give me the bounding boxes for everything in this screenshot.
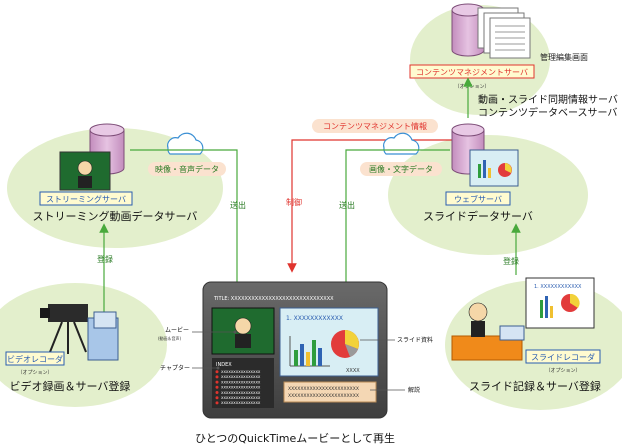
cloud-icon-right [383, 132, 420, 155]
web-server-tag-box [445, 191, 511, 206]
index-item[interactable]: XXXXXXXXXXXXXXXX [221, 401, 261, 405]
video-recorder-option: （オプション） [17, 370, 52, 376]
index-item[interactable]: XXXXXXXXXXXXXXXX [221, 386, 261, 390]
movie-callout: ムービー [165, 326, 189, 334]
index-bullet [215, 380, 219, 384]
slide-material-callout: スライド資料 [397, 336, 433, 344]
cms-info-label: コンテンツマネジメント情報 [323, 121, 427, 131]
right-flow-pill [360, 162, 442, 176]
index-list: XXXXXXXXXXXXXXXXXXXXXXXXXXXXXXXXXXXXXXXX… [215, 370, 261, 405]
presenter-icon [451, 302, 523, 361]
video-recorder-tag: ビデオレコーダ [7, 354, 63, 364]
admin-screen-documents-icon [477, 7, 531, 59]
cms-tag: コンテンツマネジメントサーバ [416, 68, 528, 77]
right-send-label: 送出 [339, 200, 355, 210]
control-label: 制御 [286, 197, 302, 207]
player-index [212, 358, 274, 408]
cms-desc-line2: コンテンツデータベースサーバ [478, 106, 617, 119]
slide-recorder-title: スライド記録＆サーバ登録 [469, 379, 601, 393]
index-item[interactable]: XXXXXXXXXXXXXXXX [221, 380, 261, 384]
left-flow-label: 映像・音声データ [155, 164, 219, 174]
video-camera-icon [40, 304, 88, 354]
left-send-arrow [130, 149, 242, 323]
video-thumbnail-icon [59, 151, 111, 191]
player-speaker-icon [234, 317, 252, 348]
description-line1: XXXXXXXXXXXXXXXXXXXXXXX [288, 386, 359, 392]
index-item[interactable]: XXXXXXXXXXXXXXXX [221, 375, 261, 379]
right-flow-label: 画像・文字データ [369, 164, 433, 174]
movie-callout-dot [233, 330, 237, 334]
cms-option: （オプション） [454, 84, 489, 90]
cloud-icon-left [167, 132, 204, 155]
right-server-title: スライドデータサーバ [423, 209, 533, 223]
slide-recorder-tag-box [525, 349, 601, 364]
video-recorder-title: ビデオ録画＆サーバ登録 [10, 379, 131, 393]
slide-thumbnail-icon [469, 149, 519, 187]
explanation-callout: 解説 [408, 386, 420, 394]
left-send-label: 送出 [230, 200, 246, 210]
index-bullet [215, 375, 219, 379]
laptop-icon-right [499, 325, 525, 341]
movie-callout-sub: (動画＆音声) [158, 335, 182, 341]
cms-info-pill [312, 119, 438, 133]
admin-screen-label: 管理編集画面 [540, 52, 588, 62]
video-recorder-tag-box [5, 351, 65, 366]
index-bullet [215, 401, 219, 405]
page-title: ひとつのQuickTimeムービーとして再生 [195, 431, 395, 445]
web-server-tag: ウェブサーバ [454, 194, 502, 204]
left-flow-pill [148, 162, 226, 176]
slide-recorder-option: （オプション） [545, 368, 580, 374]
svg-text:1. XXXXXXXXXXXX: 1. XXXXXXXXXXXX [534, 284, 582, 290]
player-slide-bar-chart [289, 336, 330, 367]
player-slide-heading: 1. XXXXXXXXXXXX [286, 315, 343, 322]
player-title-bar: TITLE: XXXXXXXXXXXXXXXXXXXXXXXXXXXXXX [213, 296, 334, 302]
slide-recorder-tag: スライドレコーダ [531, 352, 595, 362]
slide-board-icon: 1. XXXXXXXXXXXX [525, 277, 595, 329]
player-slide-caption: XXXX [346, 368, 360, 374]
quicktime-player: TITLE: XXXXXXXXXXXXXXXXXXXXXXXXXXXXXX IN… [202, 281, 388, 419]
player-description [283, 381, 377, 403]
right-register-label: 登録 [503, 256, 519, 266]
description-line2: XXXXXXXXXXXXXXXXXXXXXXX [288, 393, 359, 399]
index-item[interactable]: XXXXXXXXXXXXXXXX [221, 391, 261, 395]
chapter-callout-dot [216, 366, 220, 370]
left-server-title: ストリーミング動画データサーバ [33, 209, 198, 223]
laptop-icon-left [87, 311, 119, 361]
index-bullet [215, 391, 219, 394]
right-send-arrow [341, 149, 450, 323]
left-register-label: 登録 [97, 254, 113, 264]
chapter-callout: チャプター [160, 364, 190, 372]
index-bullet [215, 385, 219, 389]
left-server-tag-box [39, 191, 133, 206]
index-bullet [215, 396, 219, 400]
cms-desc-line1: 動画・スライド同期情報サーバ [478, 93, 618, 106]
cms-database-icon [451, 3, 485, 57]
index-item[interactable]: XXXXXXXXXXXXXXXX [221, 370, 261, 374]
index-label: INDEX [216, 362, 232, 368]
index-item[interactable]: XXXXXXXXXXXXXXXX [221, 396, 261, 400]
left-server-tag: ストリーミングサーバ [46, 194, 126, 204]
player-slide-pie-chart [331, 330, 359, 358]
index-bullet [215, 370, 219, 374]
